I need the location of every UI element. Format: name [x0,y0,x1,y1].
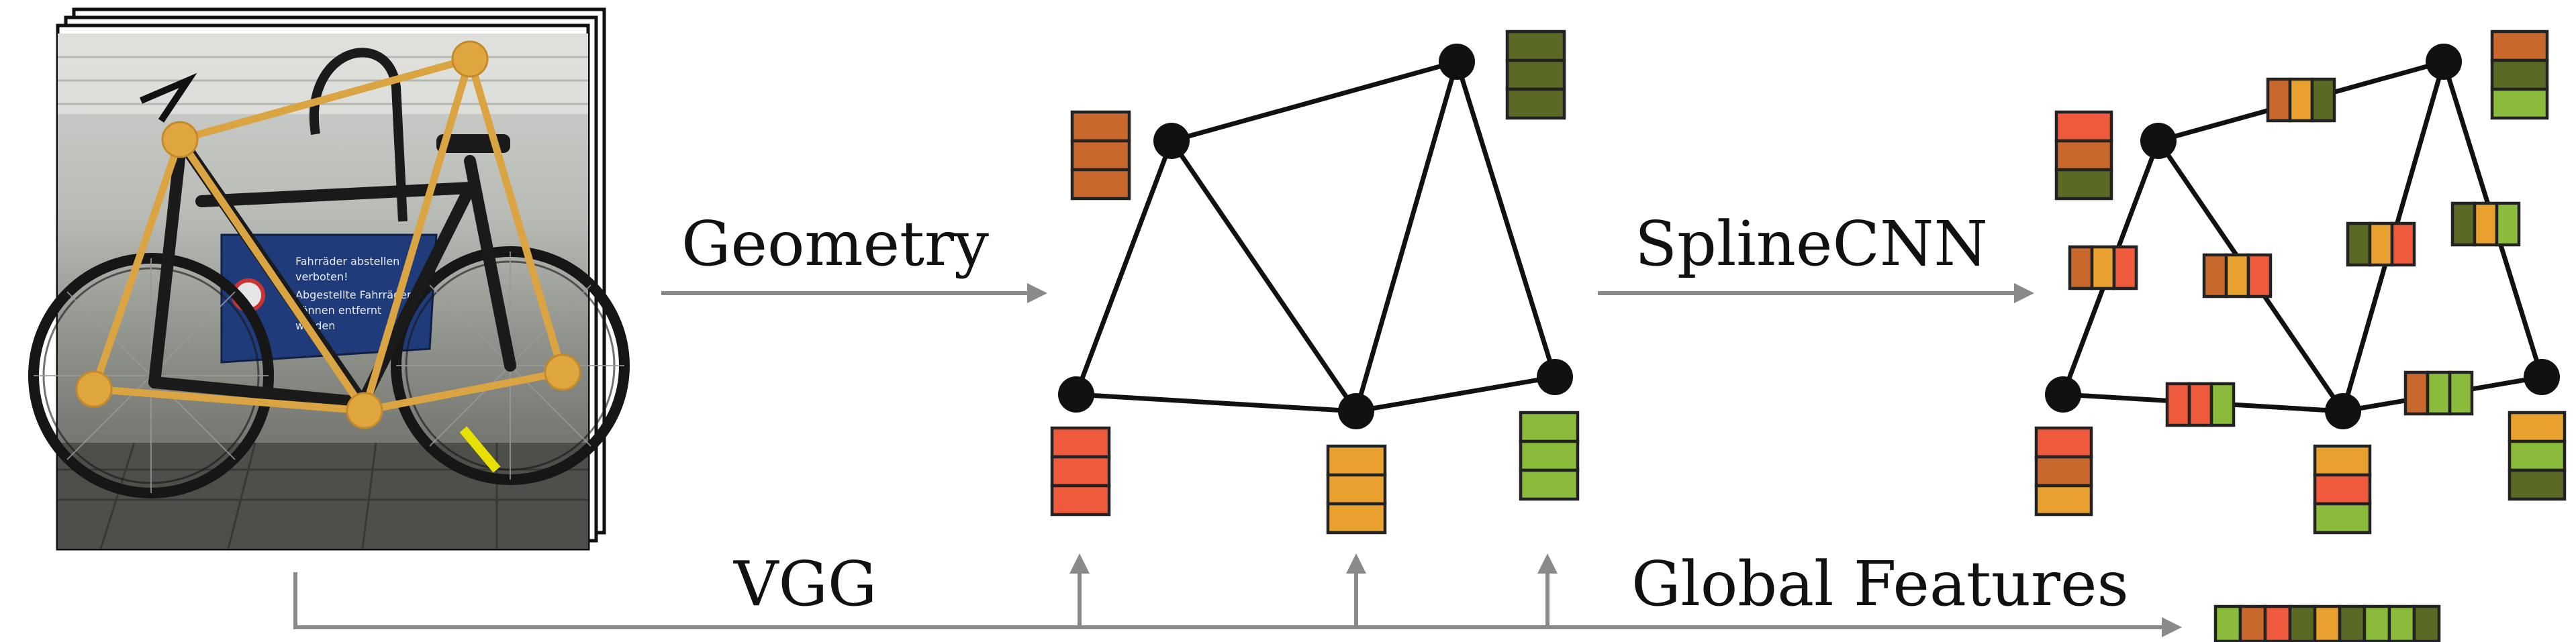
graph-node [2524,359,2560,395]
edge-feature-vector [2450,201,2521,247]
splinecnn-label: SplineCNN [1635,208,1988,280]
edge-feature-vector [2068,245,2138,290]
graph-node [2325,393,2361,429]
graph-node [2426,44,2462,80]
graph-node [2140,123,2177,159]
global-features-label: Global Features [1631,548,2129,620]
keypoint [75,370,113,408]
node-feature-vector [1050,426,1111,517]
splinecnn-arrow [1598,283,2034,303]
node-feature-vector [2508,411,2567,501]
keypoint [346,392,383,429]
node-feature-vector [1519,411,1580,501]
sign-text-line: Abgestellte Fahrräder [295,288,412,301]
node-feature-vector [1505,30,1566,120]
geometry-arrow [661,283,1047,303]
graph-node [2045,376,2081,413]
node-feature-vector [1070,110,1131,201]
edge-feature-vector [2165,382,2236,427]
vgg-label: VGG [733,548,877,620]
image-stack: Fahrräder abstellen verboten! Abgestellt… [28,7,630,551]
bicycle-photo: Fahrräder abstellen verboten! Abgestellt… [28,34,630,549]
edge-feature-vector [2202,253,2273,299]
input-graph [1058,44,1573,429]
edge-feature-vector [2346,221,2416,267]
graph-node [1153,123,1190,159]
node-feature-vector [2054,110,2113,201]
global-feature-vector [2213,604,2441,642]
keypoint [544,354,581,391]
keypoint [451,40,489,78]
sign-text-line: Fahrräder abstellen [295,255,399,268]
vgg-arrow [293,553,2182,637]
graph-node [1338,393,1374,429]
keypoint-skeleton [75,40,581,429]
edge-feature-vector [2266,77,2336,123]
node-feature-vector [2490,30,2549,120]
graph-node [1058,376,1094,413]
keypoint [161,121,199,158]
geometry-label: Geometry [681,208,989,280]
graph-node [1537,359,1573,395]
edge-feature-vector [2403,370,2474,416]
sign-text-line: verboten! [295,270,348,283]
graph-node [1439,44,1475,80]
node-feature-vector [2313,444,2372,535]
node-feature-vector [2034,426,2093,517]
node-feature-vector [1326,444,1387,535]
sign-text-line: können entfernt [295,304,381,317]
